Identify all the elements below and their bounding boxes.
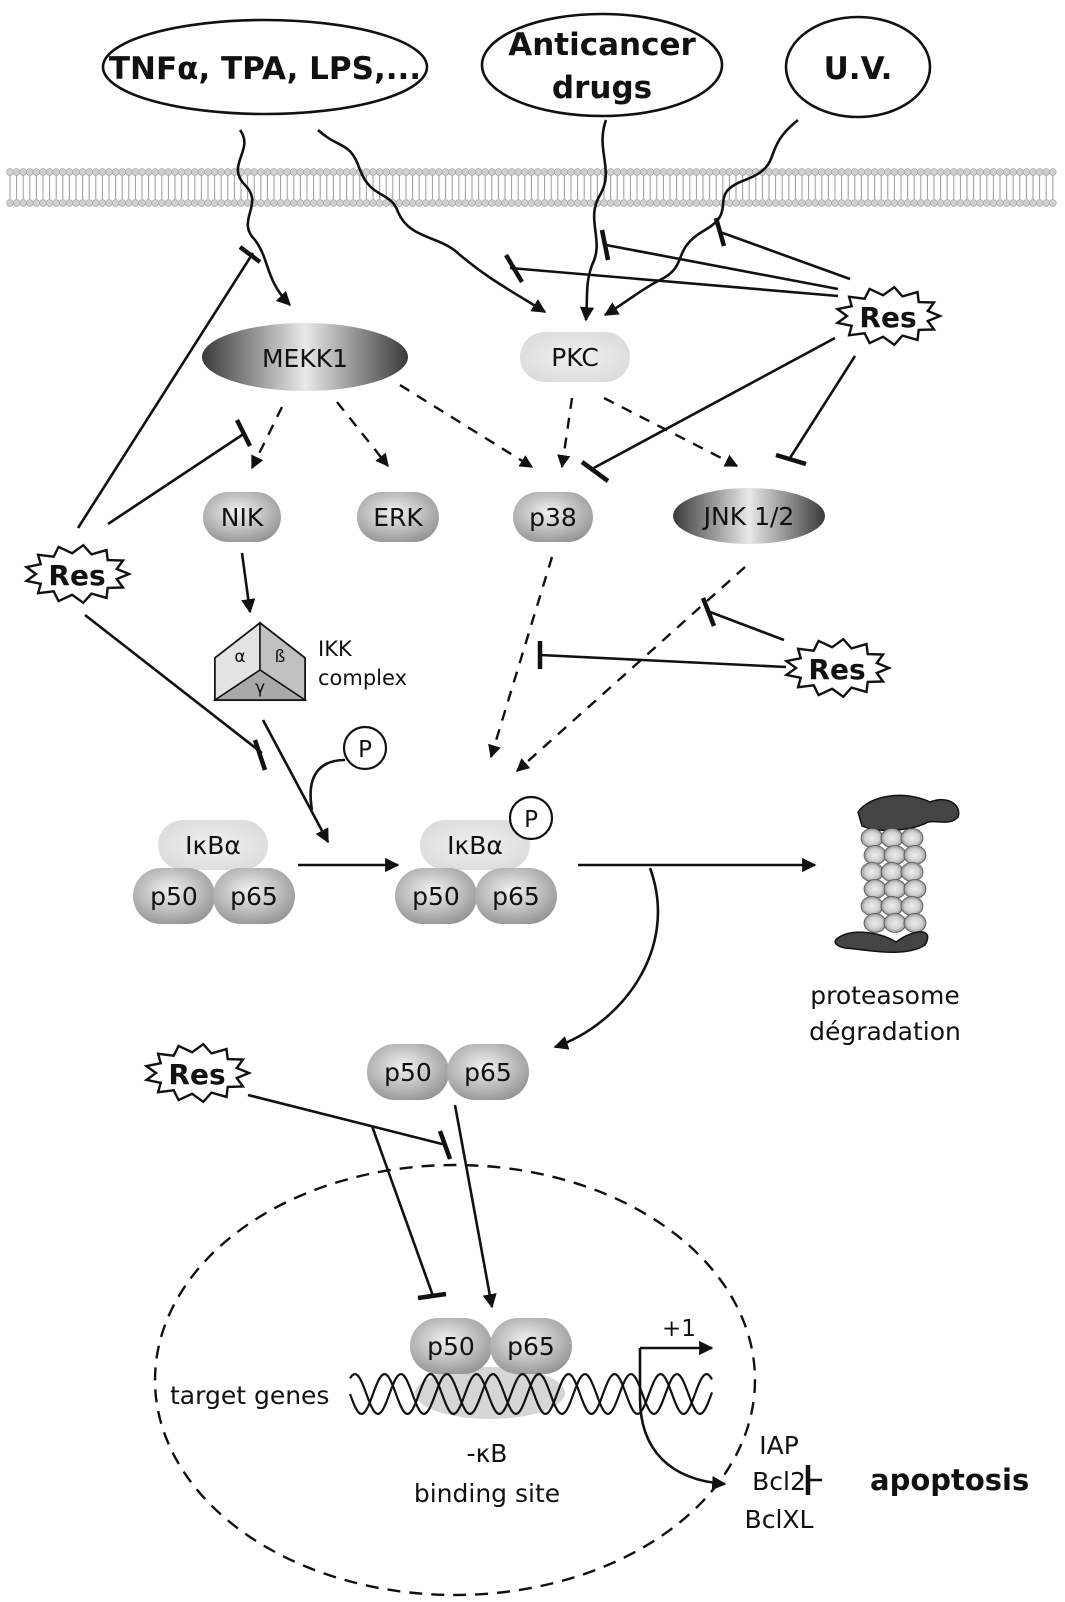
gene-iap: IAP	[759, 1431, 799, 1460]
pkc-node: PKC	[520, 332, 630, 382]
p65-label-1: p65	[230, 882, 278, 911]
stimulus-tnf-label: TNFα, TPA, LPS,...	[109, 51, 421, 87]
binding-site-label-2: binding site	[414, 1479, 560, 1508]
nucleus-boundary	[153, 1163, 757, 1597]
p65-label-2: p65	[492, 882, 540, 911]
nfkb-free-dimer: p50 p65	[367, 1044, 529, 1100]
stimulus-anticancer-label-1: Anticancer	[508, 27, 696, 63]
res-label-4: Res	[168, 1058, 225, 1091]
stimulus-uv: U.V.	[784, 15, 932, 119]
p38-node: p38	[513, 492, 593, 542]
stimulus-anticancer: Anticancer drugs	[480, 12, 724, 118]
p65-label-4: p65	[507, 1332, 555, 1361]
mekk1-label: MEKK1	[262, 344, 348, 373]
res-badge-bottom-left: Res	[143, 1042, 253, 1104]
nik-label: NIK	[221, 503, 264, 532]
nfkb-bound-dimer: p50 p65	[410, 1318, 572, 1374]
plus-one-label: +1	[662, 1316, 696, 1342]
res-label-2: Res	[48, 559, 105, 592]
gene-bcl2: Bcl2	[752, 1467, 806, 1496]
cell-membrane	[6, 168, 1057, 207]
erk-label: ERK	[373, 503, 423, 532]
ikba-label-2: IκBα	[447, 831, 503, 860]
res-badge-mid-right: Res	[783, 637, 893, 699]
p50-label-2: p50	[412, 882, 460, 911]
p50-label-1: p50	[150, 882, 198, 911]
phosphate-free-label: P	[358, 737, 372, 763]
apoptosis-label: apoptosis	[870, 1463, 1029, 1497]
inhibition-lines	[76, 217, 857, 1495]
pkc-label: PKC	[551, 343, 599, 372]
mekk1-node: MEKK1	[202, 323, 408, 391]
res-badge-left: Res	[23, 543, 133, 605]
ikk-label-1: IKK	[318, 637, 353, 661]
ikk-gamma: γ	[255, 678, 265, 698]
erk-node: ERK	[357, 492, 439, 542]
ikk-complex: α ß γ IKK complex	[212, 621, 407, 702]
ikba-label-1: IκBα	[185, 831, 241, 860]
nik-node: NIK	[203, 492, 281, 542]
dna-helix	[348, 1372, 714, 1416]
nfkb-ikba-complex: IκBα p50 p65	[133, 820, 295, 924]
proteasome: proteasome dégradation	[809, 794, 961, 1046]
transcription-start: +1	[638, 1316, 714, 1398]
jnk-label: JNK 1/2	[702, 502, 795, 531]
proteasome-label-1: proteasome	[810, 981, 959, 1010]
phosphate-bound-label: P	[524, 807, 538, 833]
stimulus-uv-label: U.V.	[824, 51, 893, 87]
phosphate-free: P	[342, 725, 388, 771]
stimulus-tnf: TNFα, TPA, LPS,...	[101, 18, 429, 116]
p65-label-3: p65	[464, 1058, 512, 1087]
res-label-1: Res	[859, 301, 916, 334]
jnk-node: JNK 1/2	[673, 488, 825, 544]
p50-label-4: p50	[427, 1332, 475, 1361]
stimulus-anticancer-label-2: drugs	[552, 70, 652, 106]
proteasome-label-2: dégradation	[809, 1017, 961, 1046]
nfkb-ikba-phospho-complex: IκBα P p50 p65	[395, 795, 557, 924]
p38-label: p38	[529, 503, 577, 532]
signal-arrows	[236, 118, 799, 322]
res-badge-top-right: Res	[834, 285, 944, 347]
ikk-beta: ß	[275, 647, 286, 667]
res-label-3: Res	[808, 653, 865, 686]
ikk-label-2: complex	[318, 666, 407, 690]
binding-site-label-1: -κB	[467, 1439, 508, 1468]
target-genes-label: target genes	[170, 1381, 329, 1410]
solid-arrows	[240, 552, 817, 1491]
ikk-alpha: α	[234, 647, 245, 667]
dashed-arrows	[250, 383, 746, 772]
p50-label-3: p50	[384, 1058, 432, 1087]
gene-bclxl: BclXL	[745, 1505, 814, 1534]
